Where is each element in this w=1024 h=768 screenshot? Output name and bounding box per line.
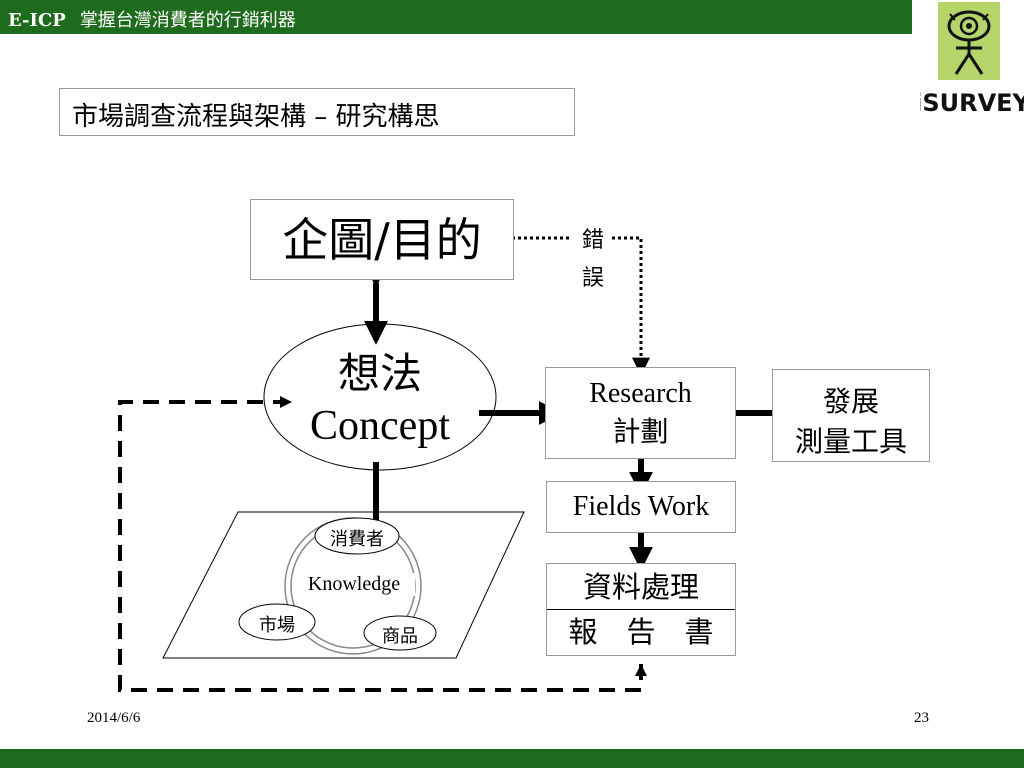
- error-label-2: 誤: [582, 266, 605, 291]
- error-dotted-right: [612, 236, 650, 376]
- logo-brand-text: iSURVEY: [920, 89, 1024, 117]
- feedback-arrowhead-left: [280, 396, 292, 408]
- market-ellipse: [238, 603, 316, 641]
- feedback-dashed-loop: [118, 400, 643, 692]
- concept-zh-label: 想法: [337, 349, 422, 398]
- purpose-box: 企圖/目的: [250, 199, 514, 280]
- slide-title-box: 市場調查流程與架構 – 研究構思: [59, 88, 575, 136]
- research-zh-label: 計劃: [612, 415, 669, 448]
- fieldwork-box: Fields Work: [546, 481, 736, 533]
- product-ellipse: [363, 615, 437, 651]
- feedback-arrowhead-up: [635, 664, 647, 676]
- research-en-label: Research: [589, 378, 692, 409]
- isurvey-logo: iSURVEY: [914, 0, 1024, 120]
- header-subtitle: 掌握台灣消費者的行銷利器: [79, 10, 296, 31]
- develop-box: 發展 測量工具: [772, 369, 930, 462]
- slide-title: 市場調查流程與架構 – 研究構思: [72, 102, 440, 132]
- header-title: E-ICP 掌握台灣消費者的行銷利器: [8, 6, 296, 32]
- develop-line1-label: 發展: [822, 385, 879, 418]
- purpose-label: 企圖/目的: [282, 213, 482, 267]
- develop-line2-label: 測量工具: [794, 425, 907, 458]
- knowledge-label: Knowledge: [293, 573, 415, 596]
- data-report-box: 資料處理 報 告 書: [546, 563, 736, 656]
- research-box: Research 計劃: [545, 367, 736, 459]
- header-code: E-ICP: [8, 10, 66, 31]
- footer-date: 2014/6/6: [87, 710, 141, 726]
- report-label: 報 告 書: [568, 615, 714, 649]
- market-label: 市場: [259, 615, 295, 636]
- fieldwork-label: Fields Work: [572, 491, 710, 522]
- footer-bar: [0, 749, 1024, 768]
- eye-figure-icon: iSURVEY: [914, 2, 1024, 117]
- error-label-1: 錯: [582, 228, 605, 253]
- data-processing-label: 資料處理: [547, 564, 735, 610]
- product-label: 商品: [382, 626, 418, 647]
- consumer-ellipse: [314, 517, 400, 555]
- header-bar: E-ICP 掌握台灣消費者的行銷利器: [0, 0, 912, 34]
- concept-en-label: Concept: [310, 403, 450, 449]
- consumer-label: 消費者: [330, 529, 384, 550]
- footer-page-number: 23: [914, 710, 929, 726]
